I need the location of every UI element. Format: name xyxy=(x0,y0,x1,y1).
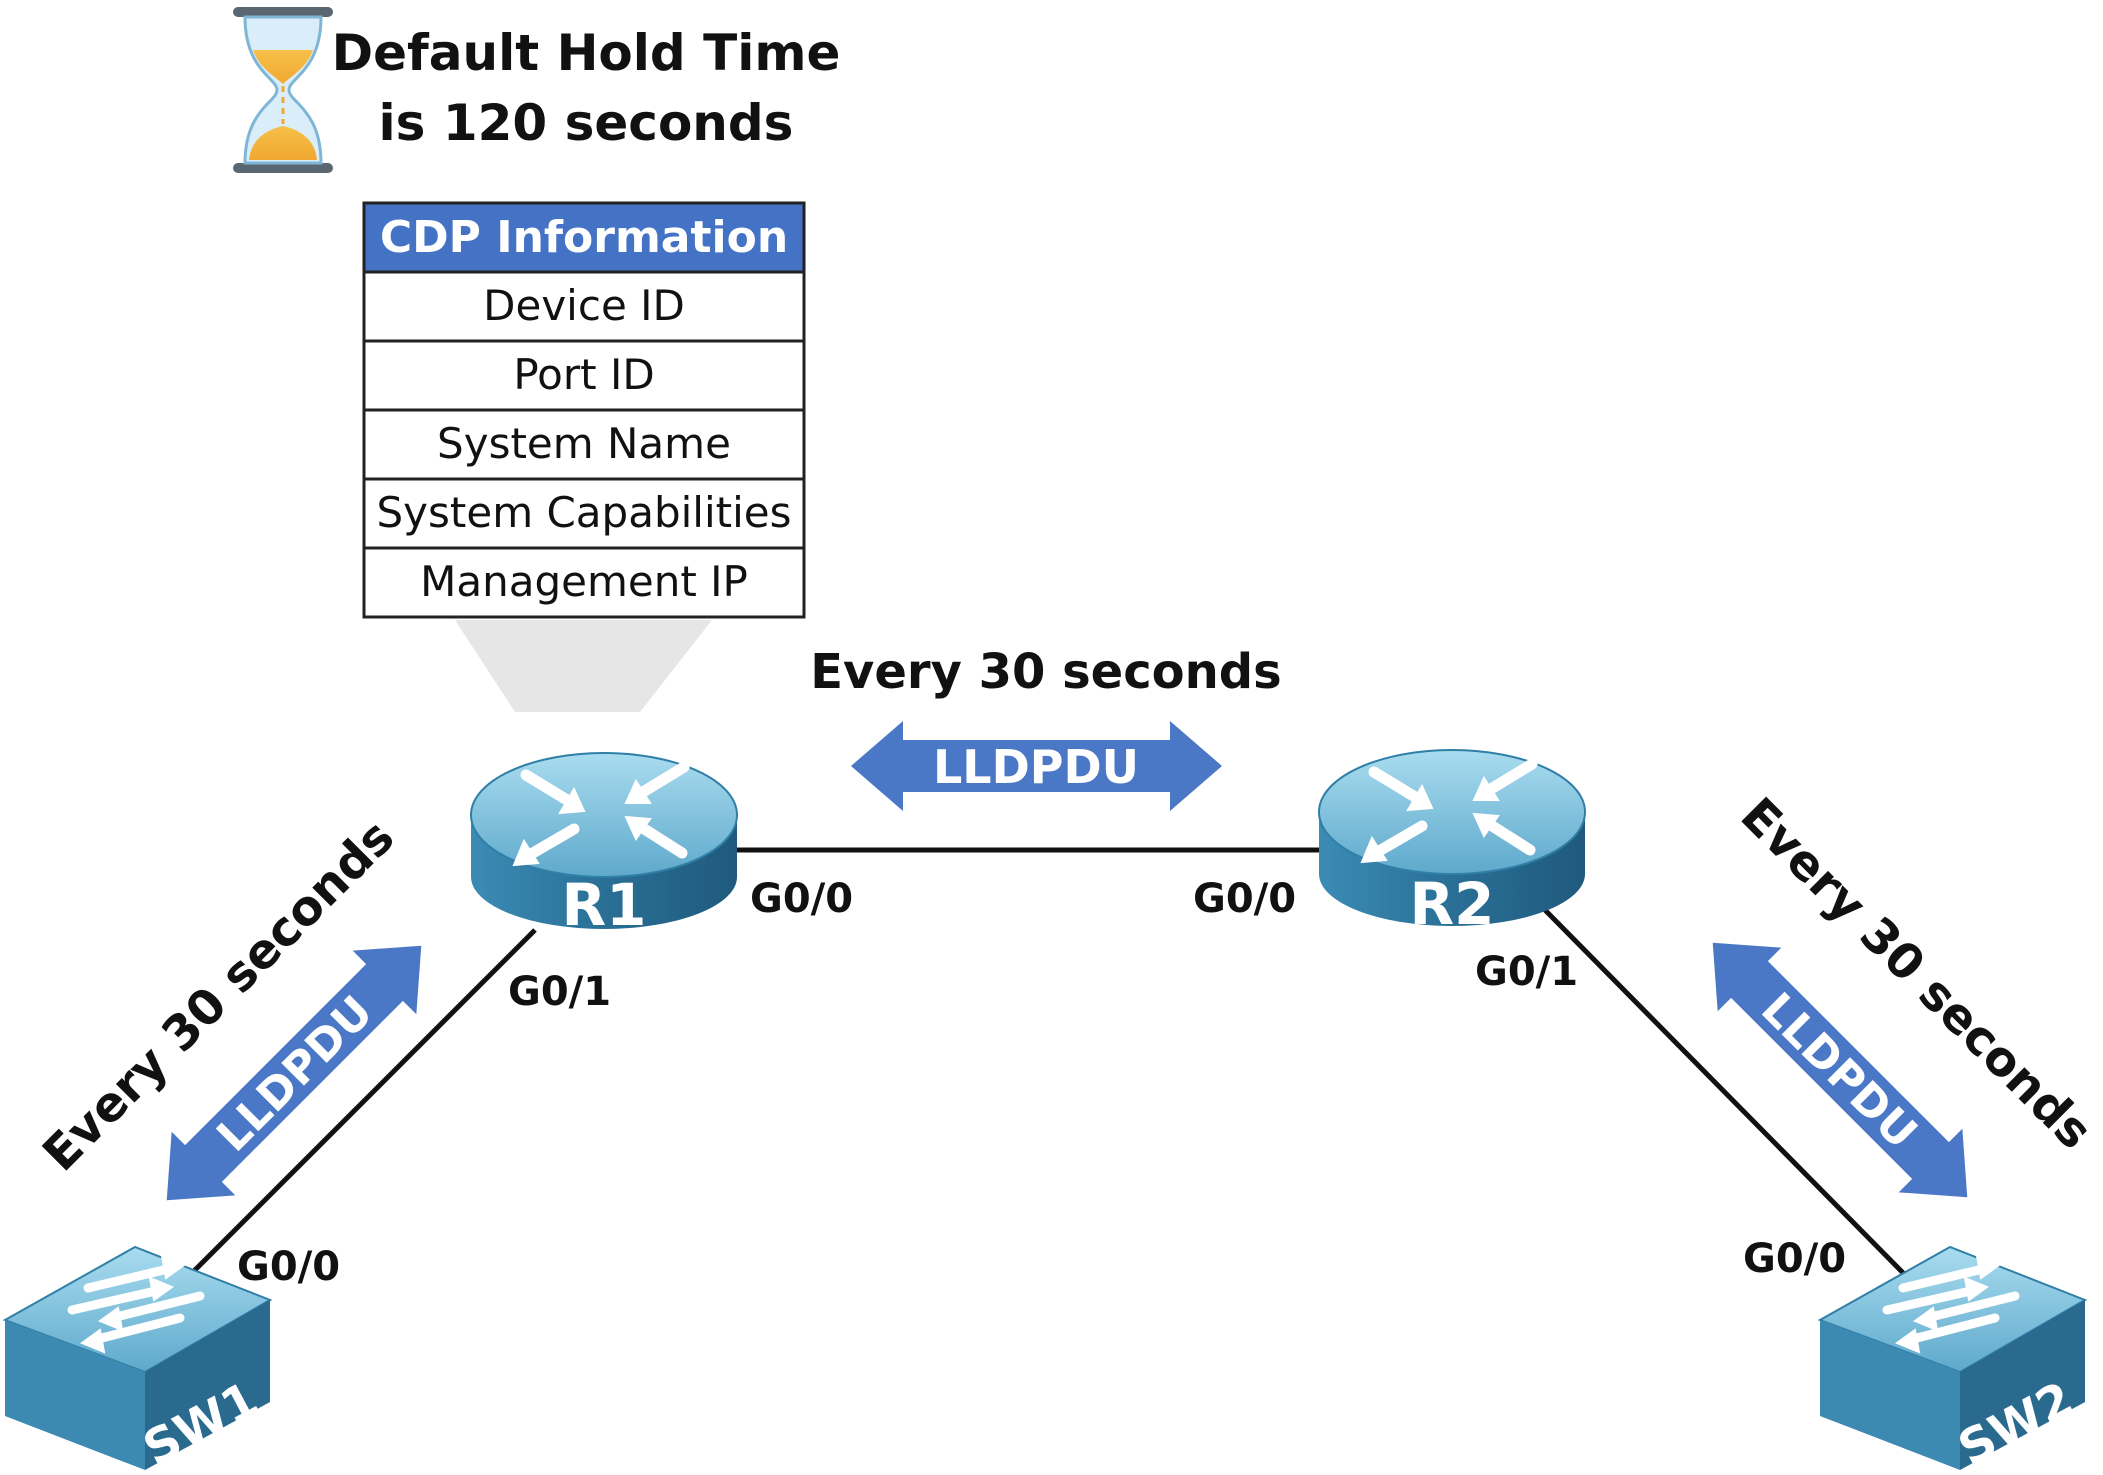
table-row-cell xyxy=(362,270,806,343)
table-row-cell xyxy=(362,477,806,550)
table-header: CDP Information xyxy=(380,212,788,263)
lldpdu-arrow-top: LLDPDU xyxy=(851,721,1222,811)
table-row: System Name xyxy=(437,419,731,468)
callout-cone xyxy=(455,620,712,712)
table-row-cell xyxy=(362,339,806,412)
table-row-cell xyxy=(362,408,806,481)
switch-arrows-icon xyxy=(67,1254,205,1354)
link-r1-sw1 xyxy=(178,928,537,1287)
sw2-g00-label: G0/0 xyxy=(1743,1236,1846,1282)
r1-g00-label: G0/0 xyxy=(750,876,853,922)
switch-sw1[interactable]: SW1 xyxy=(2,1245,273,1475)
table-row: Device ID xyxy=(483,281,685,330)
cdp-information-table: CDP Information Device ID Port ID System… xyxy=(362,201,806,619)
r2-g00-label: G0/0 xyxy=(1193,876,1296,922)
hold-time-line1: Default Hold Time xyxy=(332,24,841,82)
timer-label-right: Every 30 seconds xyxy=(1730,787,2103,1160)
table-header-cell xyxy=(362,201,806,274)
table-row: Port ID xyxy=(513,350,654,399)
table-row-cell xyxy=(362,546,806,619)
link-r2-sw2 xyxy=(1543,908,1917,1287)
r1-label: R1 xyxy=(561,871,646,939)
r2-g01-label: G0/1 xyxy=(1475,949,1578,995)
hold-time-line2: is 120 seconds xyxy=(379,94,794,152)
r2-label: R2 xyxy=(1409,870,1494,938)
router-arrows-icon xyxy=(512,761,690,867)
hourglass-icon xyxy=(233,7,333,173)
router-r2[interactable]: R2 xyxy=(1318,749,1586,938)
switch-arrows-icon xyxy=(1882,1254,2020,1354)
router-r1[interactable]: R1 xyxy=(470,752,738,939)
table-row: System Capabilities xyxy=(377,488,792,537)
r1-g01-label: G0/1 xyxy=(508,969,611,1015)
router-arrows-icon xyxy=(1360,758,1538,864)
lldpdu-arrow-left: LLDPDU xyxy=(166,945,422,1201)
sw1-g00-label: G0/0 xyxy=(237,1244,340,1290)
timer-label-top: Every 30 seconds xyxy=(810,644,1281,700)
table-row: Management IP xyxy=(420,557,748,606)
switch-sw2[interactable]: SW2 xyxy=(1817,1245,2088,1475)
lldpdu-label-right: LLDPDU xyxy=(1751,983,1926,1158)
lldpdu-label-top: LLDPDU xyxy=(933,740,1139,794)
lldpdu-arrow-right: LLDPDU xyxy=(1712,942,1968,1198)
